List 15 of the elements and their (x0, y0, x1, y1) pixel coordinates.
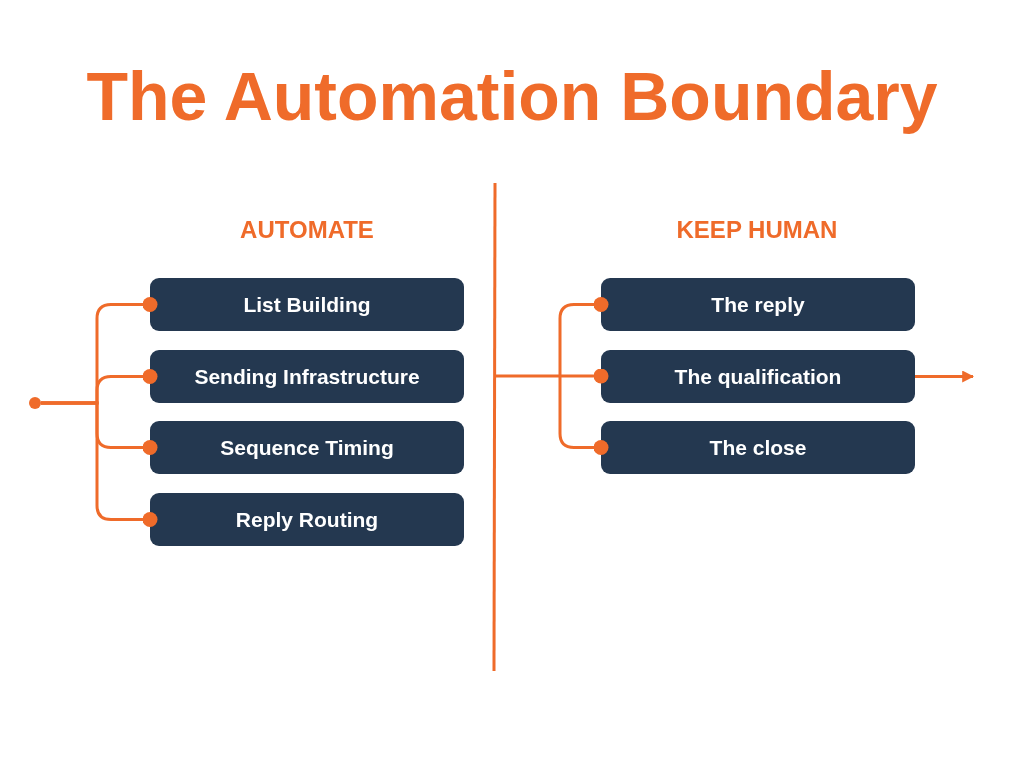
step-box: Sending Infrastructure (150, 350, 464, 403)
step-box: The reply (601, 278, 915, 331)
step-box: Sequence Timing (150, 421, 464, 474)
connector-line (41, 401, 158, 527)
step-box: The qualification (601, 350, 915, 403)
connector-line (558, 376, 609, 455)
column-heading: AUTOMATE (239, 218, 375, 242)
connector-line (558, 297, 609, 376)
step-box: List Building (150, 278, 464, 331)
start-dot (29, 397, 41, 409)
connector-line (496, 368, 609, 384)
step-box: The close (601, 421, 915, 474)
step-box: Reply Routing (150, 493, 464, 546)
column-heading: KEEP HUMAN (675, 218, 839, 242)
arrow (915, 370, 975, 383)
